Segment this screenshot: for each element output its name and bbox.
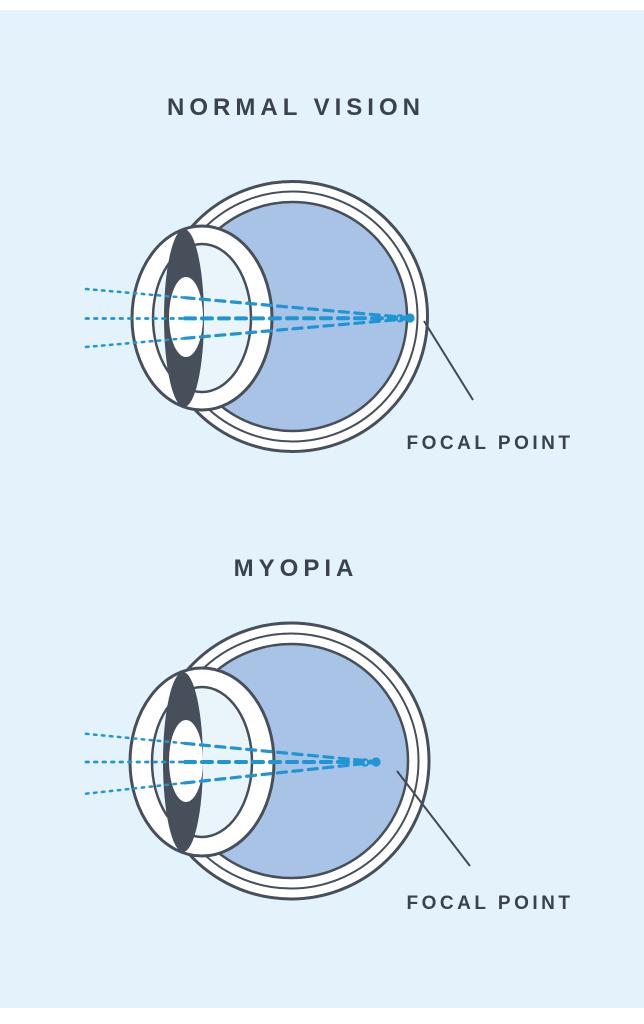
focal-point-label-myopia: FOCAL POINT (406, 893, 574, 914)
focal-point-ring (360, 758, 370, 767)
focal-point-dot (371, 757, 381, 767)
focal-point-dot (405, 313, 415, 323)
light-ray-bottom (84, 781, 187, 795)
light-ray-top (84, 732, 187, 745)
focal-point-label-normal: FOCAL POINT (406, 433, 574, 454)
light-ray-top (84, 287, 187, 299)
myopia-title: MYOPIA (233, 555, 359, 582)
light-ray-bottom (183, 761, 375, 785)
focal-point-ring (395, 314, 405, 323)
normal-vision-title: NORMAL VISION (167, 94, 425, 121)
focal-point-pointer-line (423, 320, 474, 401)
focal-point-pointer-line (396, 770, 471, 867)
light-ray-bottom (84, 337, 187, 349)
light-ray-top (183, 296, 409, 320)
light-rays-myopia (84, 732, 375, 795)
normal-vision-eye-illustration (84, 180, 474, 453)
light-rays-normal (84, 287, 409, 349)
light-ray-bottom (183, 317, 409, 340)
myopia-eye-illustration (84, 621, 471, 901)
light-ray-top (183, 741, 375, 763)
